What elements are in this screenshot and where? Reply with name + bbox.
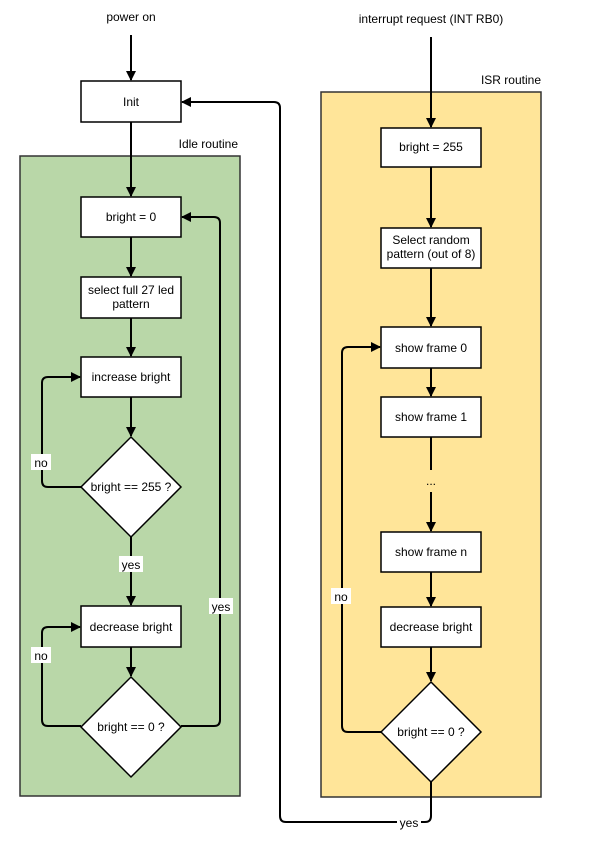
isr-frame0-box: show frame 0 xyxy=(380,326,482,369)
idle-nodes: Init bright = 0 select full 27 led patte… xyxy=(79,80,183,779)
idle-yes-255-label: yes xyxy=(122,558,141,572)
idle-select-pattern-box: select full 27 led pattern xyxy=(80,276,182,319)
isr-ellipsis-label: ... xyxy=(426,474,436,488)
isr-decrease-bright-box: decrease bright xyxy=(380,606,482,648)
idle-bright0-box: bright = 0 xyxy=(80,196,182,238)
isr-yes-0-label: yes xyxy=(400,816,419,830)
isr-select-pattern-box: Select random pattern (out of 8) xyxy=(380,227,482,269)
isr-frame1-label: show frame 1 xyxy=(395,410,467,424)
edges xyxy=(41,35,436,823)
idle-check255-label: bright == 255 ? xyxy=(91,480,172,494)
init-label: Init xyxy=(123,95,140,109)
isr-check0-label: bright == 0 ? xyxy=(397,725,465,739)
isr-framen-box: show frame n xyxy=(380,531,482,573)
idle-check0-diamond: bright == 0 ? xyxy=(79,675,183,779)
isr-bright255-box: bright = 255 xyxy=(380,127,482,168)
isr-select-label-line2: pattern (out of 8) xyxy=(387,247,476,261)
idle-increase-bright-box: increase bright xyxy=(80,356,182,398)
idle-increase-label: increase bright xyxy=(92,370,171,384)
edge-check255-no-loop xyxy=(41,372,81,488)
isr-select-label-line1: Select random xyxy=(392,233,469,247)
edge-isr-check0-yes-to-init xyxy=(181,97,432,823)
isr-routine-label: ISR routine xyxy=(481,73,541,87)
isr-decrease-label: decrease bright xyxy=(390,620,473,634)
idle-yes-0-label: yes xyxy=(212,600,231,614)
idle-routine-label: Idle routine xyxy=(179,137,239,151)
edge-isr-check0-no-loop xyxy=(341,342,381,733)
idle-decrease-label: decrease bright xyxy=(90,620,173,634)
idle-no-255-label: no xyxy=(34,456,48,470)
idle-select-label-line1: select full 27 led xyxy=(88,283,174,297)
idle-no-0-label: no xyxy=(34,649,48,663)
isr-nodes: bright = 255 Select random pattern (out … xyxy=(379,127,483,784)
isr-frame0-label: show frame 0 xyxy=(395,341,467,355)
edge-check0-yes-loop xyxy=(181,212,221,727)
isr-no-0-label: no xyxy=(334,590,348,604)
idle-select-label-line2: pattern xyxy=(112,297,149,311)
idle-bright0-label: bright = 0 xyxy=(106,210,157,224)
isr-bright255-label: bright = 255 xyxy=(399,140,463,154)
idle-decrease-bright-box: decrease bright xyxy=(80,605,182,648)
isr-check0-diamond: bright == 0 ? xyxy=(379,680,483,784)
init-box: Init xyxy=(80,80,182,123)
idle-check0-label: bright == 0 ? xyxy=(97,720,165,734)
isr-frame1-box: show frame 1 xyxy=(380,396,482,438)
power-on-label: power on xyxy=(106,10,155,24)
interrupt-request-label: interrupt request (INT RB0) xyxy=(359,12,504,26)
isr-ellipsis: ... xyxy=(421,472,441,490)
idle-check255-diamond: bright == 255 ? xyxy=(79,435,183,539)
edge-check0-no-loop xyxy=(41,622,81,727)
edge-labels: no yes no yes no yes xyxy=(31,454,421,830)
isr-framen-label: show frame n xyxy=(395,545,467,559)
